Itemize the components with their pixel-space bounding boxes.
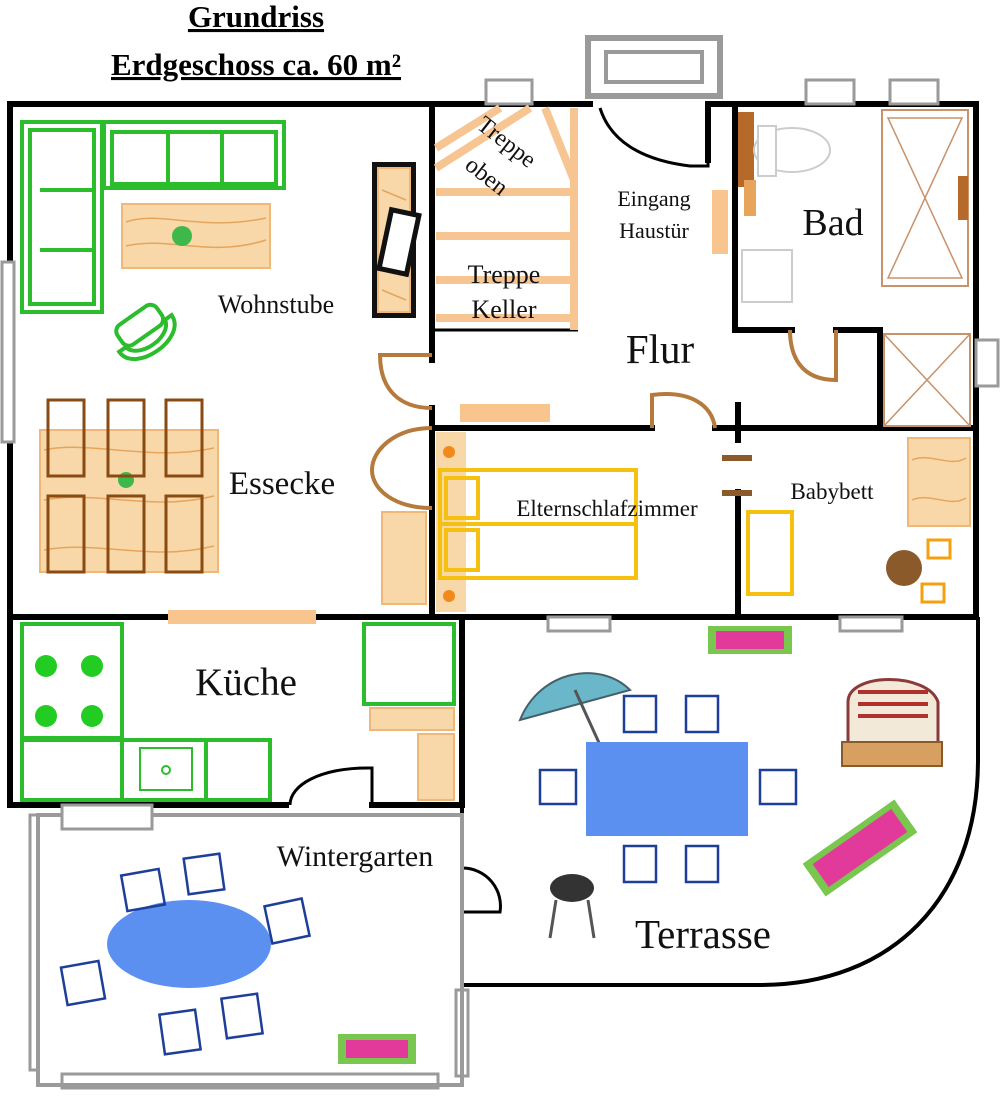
doors: [288, 107, 838, 806]
nursery-furniture: [746, 437, 971, 604]
bedroom-furniture: [436, 432, 638, 612]
dining-area: [39, 398, 427, 605]
wintergarten-furniture: [59, 852, 416, 1064]
wintergarten-outline: [28, 813, 470, 1090]
label-wohnstube: Wohnstube: [218, 290, 334, 319]
title-block: Grundriss Erdgeschoss ca. 60 m²: [111, 0, 401, 82]
bathroom-fixtures: [738, 109, 971, 427]
label-wintergarten: Wintergarten: [277, 840, 434, 873]
windows: [0, 78, 1000, 831]
kitchen-furniture: [20, 622, 456, 802]
label-kueche: Küche: [195, 661, 297, 704]
title-line-1: Grundriss: [188, 0, 324, 34]
label-terrasse: Terrasse: [635, 911, 771, 957]
label-treppe-keller-1: Treppe: [468, 260, 541, 289]
entrance-canopy: [585, 35, 723, 99]
staircase: [433, 104, 578, 330]
label-babybett: Babybett: [790, 479, 874, 504]
label-bad: Bad: [802, 202, 863, 244]
title-line-2: Erdgeschoss ca. 60 m²: [111, 47, 401, 82]
terrace-furniture: [518, 626, 943, 939]
terrace-outline: [460, 617, 980, 987]
label-flur: Flur: [626, 326, 695, 372]
room-labels: Wohnstube Essecke Küche Wintergarten Ter…: [195, 112, 874, 957]
label-treppe-keller-2: Keller: [472, 295, 537, 324]
living-room-furniture: [20, 120, 422, 361]
label-haustuer: Haustür: [619, 218, 689, 243]
label-eingang: Eingang: [617, 186, 690, 211]
label-essecke: Essecke: [229, 466, 335, 502]
label-elternschlafzimmer: Elternschlafzimmer: [516, 496, 698, 521]
hallway-fixtures: [712, 190, 728, 254]
